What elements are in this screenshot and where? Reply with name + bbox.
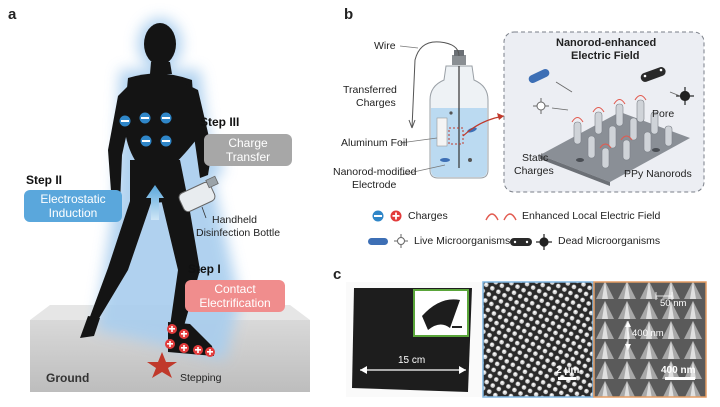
transferred-label-1: Transferred <box>343 84 397 96</box>
step-1-title: Step I <box>188 262 221 276</box>
step-2-line1: Electrostatic <box>40 192 106 206</box>
inset-title-1: Nanorod-enhanced <box>556 37 657 49</box>
step-2-title: Step II <box>26 173 63 187</box>
legend-field-label: Enhanced Local Electric Field <box>522 210 661 222</box>
step-3-line1: Charge <box>228 136 268 150</box>
step-2-line2: Induction <box>48 206 98 220</box>
wire-path <box>411 41 460 129</box>
static-label-1: Static <box>522 152 549 164</box>
electrode-label-2: Electrode <box>352 179 397 191</box>
aluminum-foil-label: Aluminum Foil <box>341 137 408 149</box>
foot-positive-charges <box>165 324 215 357</box>
legend-negative-icon <box>372 210 384 222</box>
disinfection-bottle-diagram <box>429 50 489 179</box>
legend-dead-label: Dead Microorganisms <box>558 235 661 247</box>
static-label-2: Charges <box>514 165 554 177</box>
electrode-label-1: Nanorod-modified <box>333 166 417 178</box>
pore-label: Pore <box>652 108 675 120</box>
panel-label-c: c <box>333 266 342 283</box>
sem-image-2um <box>482 281 594 398</box>
inset-dead-rod <box>640 67 666 82</box>
inset-live-rod <box>528 69 550 83</box>
legend-dead-icon <box>510 234 552 250</box>
scale-2um: 2 μm <box>556 365 580 376</box>
step-3-line2: Transfer <box>225 150 271 164</box>
height-400nm: 400 nm <box>632 328 664 339</box>
legend-live-label: Live Microorganisms <box>414 235 511 247</box>
ppy-label: PPy Nanorods <box>624 168 692 180</box>
nanorods <box>573 99 673 169</box>
scale-400nm: 400 nm <box>661 365 696 376</box>
step-2-box: Electrostatic Induction <box>24 190 122 222</box>
step-1-box: Contact Electrification <box>185 280 285 312</box>
width-50nm: 50 nm <box>660 298 687 309</box>
legend-positive-icon <box>390 210 402 222</box>
panel-label-a: a <box>8 6 17 23</box>
step-3-title: Step III <box>200 115 240 129</box>
stepping-star-icon <box>147 352 177 378</box>
transferred-label-2: Charges <box>356 97 396 109</box>
wire-label: Wire <box>374 40 396 52</box>
bottle-label-1: Handheld <box>212 214 257 226</box>
field-arcs <box>571 94 647 149</box>
inset-title-2: Electric Field <box>571 50 640 62</box>
handheld-bottle-icon <box>178 175 219 213</box>
step-1-line1: Contact <box>214 282 256 296</box>
ground-label: Ground <box>46 371 90 385</box>
step-1-line2: Electrification <box>199 296 271 310</box>
inset-dead-virus <box>676 87 694 105</box>
legend-live-icon <box>368 234 408 248</box>
inset-live-virus <box>533 98 549 114</box>
induction-arrow <box>146 185 164 220</box>
legend-field-icon <box>485 213 517 221</box>
bottle-label-2: Disinfection Bottle <box>196 227 281 239</box>
torso-negative-charges <box>119 112 172 147</box>
step-3-box: Charge Transfer <box>204 134 292 166</box>
legend-charges-label: Charges <box>408 210 448 222</box>
panel-label-b: b <box>344 6 354 23</box>
stepping-label: Stepping <box>180 372 222 384</box>
scale-15cm: 15 cm <box>398 355 426 366</box>
